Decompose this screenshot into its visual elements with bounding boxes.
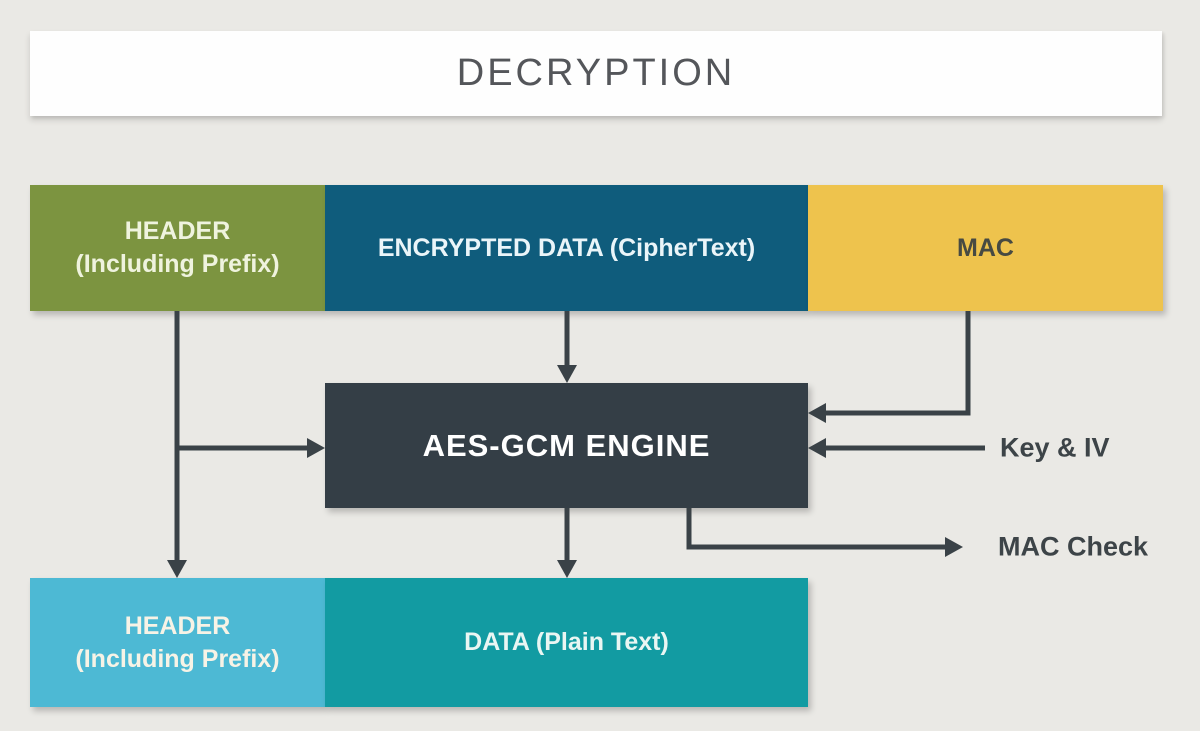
label-key-and-iv: Key & IV [1000, 432, 1110, 463]
page-title: DECRYPTION [456, 52, 736, 94]
block-mac: MAC [808, 185, 1163, 311]
block-label-line1: HEADER [124, 217, 231, 245]
arrowhead-right-into-engine [307, 438, 325, 458]
arrowhead-left-keyiv-into-engine [808, 438, 826, 458]
block-label-line2: (Including Prefix) [75, 250, 280, 278]
block-encrypted-data-ciphertext: ENCRYPTED DATA (CipherText) [325, 185, 808, 311]
title-bar: DECRYPTION [30, 31, 1162, 116]
block-label-line2: (Including Prefix) [75, 644, 280, 673]
block-label: DATA (Plain Text) [464, 628, 669, 656]
block-aes-gcm-engine: AES-GCM ENGINE [325, 383, 808, 508]
block-header-including-prefix-bottom: HEADER (Including Prefix) [30, 578, 325, 707]
block-label: AES-GCM ENGINE [422, 428, 711, 463]
arrowhead-down-into-data [557, 560, 577, 578]
arrowhead-right-mac-check [945, 537, 963, 557]
arrowhead-down-into-engine [557, 365, 577, 383]
block-label-line1: HEADER [124, 611, 231, 640]
block-data-plain-text: DATA (Plain Text) [325, 578, 808, 707]
label-mac-check: MAC Check [998, 531, 1149, 562]
arrow-line-mac-to-engine [825, 311, 971, 416]
block-label: MAC [957, 233, 1014, 262]
block-header-including-prefix-top: HEADER (Including Prefix) [30, 185, 325, 311]
arrowhead-down-bottom-header [167, 560, 187, 578]
arrow-line-engine-to-mac-check [686, 508, 946, 550]
block-label: ENCRYPTED DATA (CipherText) [377, 233, 756, 262]
arrowhead-left-mac-into-engine [808, 403, 826, 423]
